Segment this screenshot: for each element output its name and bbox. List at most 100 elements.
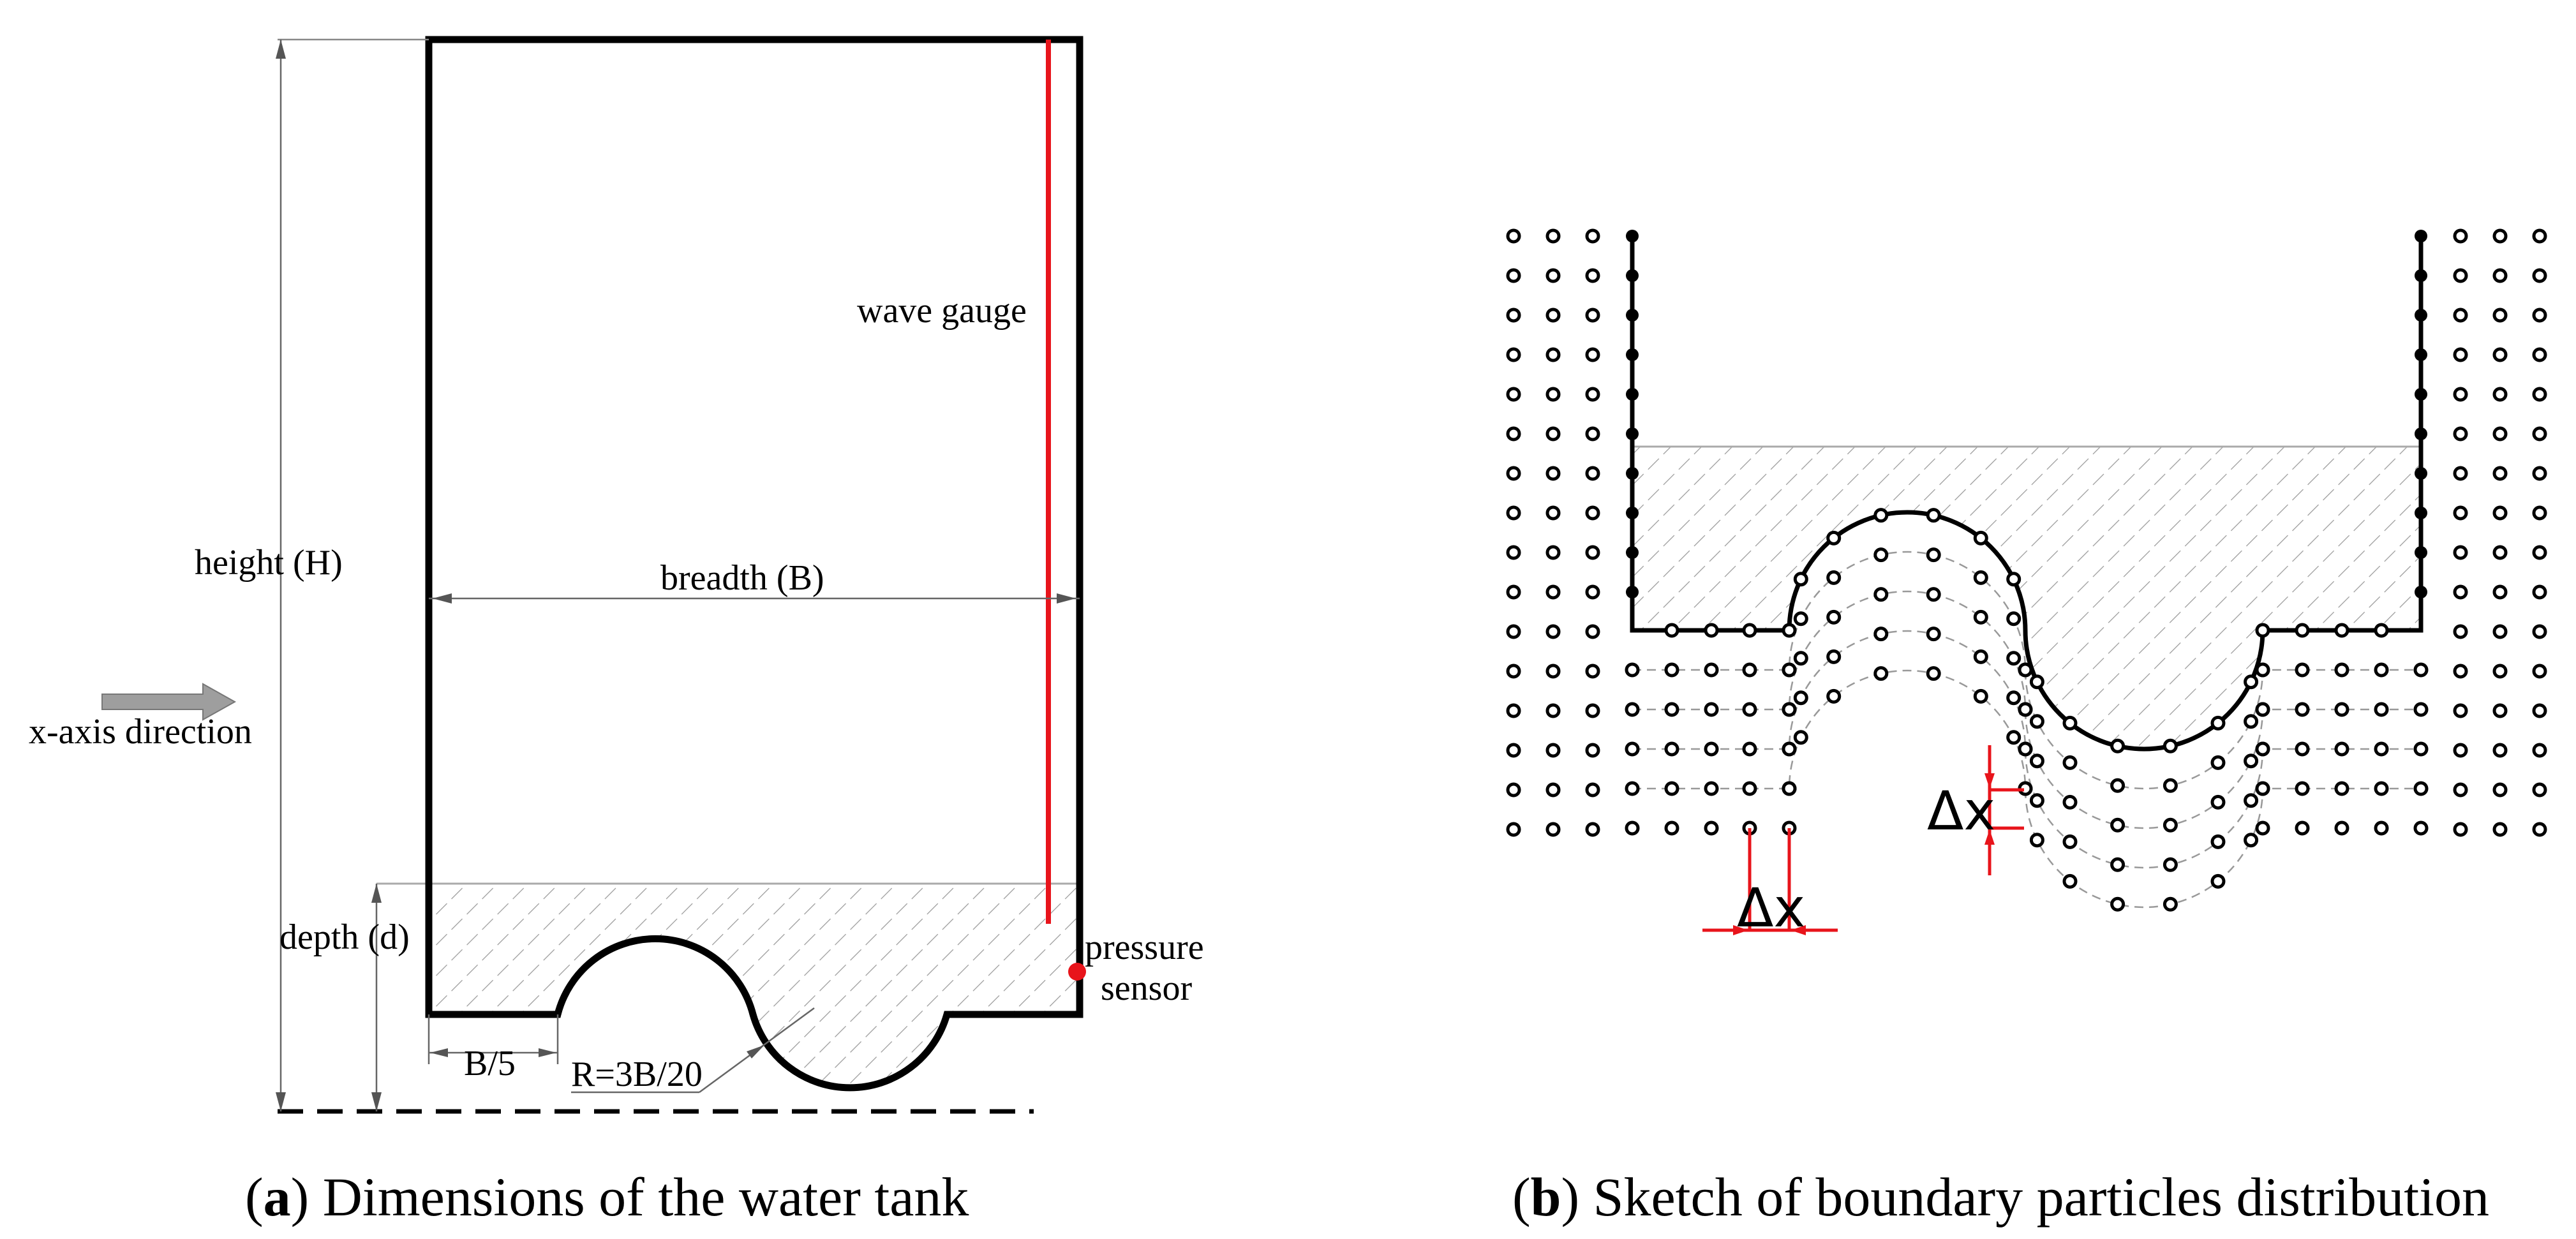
outer-particle [2453, 624, 2468, 639]
outer-particle [1506, 703, 1521, 718]
row-particle [2413, 741, 2429, 757]
height-arrow-bottom [276, 1092, 286, 1111]
outer-particle [2532, 505, 2547, 521]
outer-particle [2532, 822, 2547, 837]
wall-particle [2415, 427, 2427, 440]
arc-particle [2006, 690, 2021, 706]
outer-particle [2453, 545, 2468, 560]
bottom-particle [2255, 623, 2270, 638]
outer-particle [2453, 268, 2468, 283]
x-axis-arrow [101, 683, 237, 721]
outer-particle [1545, 822, 1561, 837]
arc-particle [1873, 627, 1889, 642]
outer-particle [2532, 347, 2547, 362]
arc-particle [1826, 649, 1842, 664]
arc-particle [2029, 753, 2044, 769]
outer-particle [2492, 743, 2508, 758]
row-particle [2374, 702, 2389, 717]
outer-particle [1545, 308, 1561, 323]
arc-particle [2029, 674, 2044, 690]
outer-particle [1545, 664, 1561, 679]
arc-particle [1826, 570, 1842, 585]
outer-particle [1545, 387, 1561, 402]
outer-particle [2532, 426, 2547, 441]
arc-particle [1926, 627, 1941, 642]
dx-vertical-annotation: Δx [1927, 745, 2024, 875]
outer-particle [2453, 347, 2468, 362]
outer-particle [2532, 703, 2547, 718]
panel-b: Δx Δx (b) Sketch of boundary particles d… [1506, 228, 2547, 1228]
bottom-particle [1782, 623, 1797, 638]
wall-particle [1626, 388, 1639, 401]
arc-particle [2210, 794, 2226, 810]
outer-particle [2532, 308, 2547, 323]
outer-particle [1506, 387, 1521, 402]
dx-vertical-label: Δx [1927, 780, 1995, 842]
outer-particle [1506, 268, 1521, 283]
row-particle [1625, 741, 1640, 757]
row-particle [2413, 702, 2429, 717]
outer-particle [1585, 782, 1600, 798]
wall-particle [1626, 309, 1639, 322]
row-particle [1704, 741, 1719, 757]
outer-particle [1585, 228, 1600, 244]
arc-particle [2110, 896, 2126, 912]
outer-particle [2453, 743, 2468, 758]
arc-particle [2210, 755, 2226, 770]
wall-particle [1626, 348, 1639, 361]
row-particle [1664, 820, 1679, 836]
arc-particle [2244, 714, 2259, 729]
wall-particle [2415, 388, 2427, 401]
row-particle [2413, 662, 2429, 678]
arc-particle [2255, 702, 2270, 717]
outer-particle [2492, 782, 2508, 798]
row-particle [2334, 781, 2349, 796]
arc-particle [2255, 781, 2270, 796]
outer-particle [2532, 664, 2547, 679]
arc-particle [1793, 730, 1808, 745]
outer-particle [2453, 308, 2468, 323]
row-particle [1704, 702, 1719, 717]
outer-particle [1506, 466, 1521, 481]
outer-particle [2532, 584, 2547, 600]
arc-particle [2029, 793, 2044, 808]
outer-particle [2532, 268, 2547, 283]
breadth-label: breadth (B) [660, 558, 824, 598]
outer-particle [2492, 228, 2508, 244]
outer-particle [1545, 584, 1561, 600]
arc-particle [1793, 611, 1808, 627]
dx-h-arrow-right [1733, 925, 1748, 935]
particle-curve [1632, 630, 2421, 869]
row-particle [1742, 741, 1757, 757]
arc-particle [2163, 817, 2178, 833]
wall-particle [2415, 546, 2427, 559]
caption-a-text: Dimensions of the water tank [323, 1166, 969, 1228]
b5-label: B/5 [464, 1044, 516, 1083]
arc-particle [1826, 530, 1842, 545]
arc-particle [2163, 896, 2178, 912]
outer-particle [2453, 228, 2468, 244]
wall-particle [1626, 467, 1639, 480]
wall-particle [1626, 507, 1639, 519]
outer-particle [1545, 743, 1561, 758]
outer-particle [1585, 624, 1600, 639]
wall-particle [1626, 427, 1639, 440]
row-particle [1742, 781, 1757, 796]
arc-particle [1873, 547, 1889, 563]
arc-particle [2018, 662, 2033, 678]
row-particle [2374, 662, 2389, 678]
arc-particle [2210, 834, 2226, 849]
arc-particle [2244, 833, 2259, 848]
outer-particle [1585, 505, 1600, 521]
outer-particle [1545, 505, 1561, 521]
row-particle [2413, 781, 2429, 796]
arc-particle [2244, 674, 2259, 690]
arc-particle [1926, 547, 1941, 563]
outer-particle [1506, 822, 1521, 837]
arc-particle [1793, 690, 1808, 706]
arc-particle [1973, 570, 1988, 585]
arc-particle [2210, 715, 2226, 731]
outer-particle [1585, 822, 1600, 837]
arc-particle [1873, 666, 1889, 681]
arc-particle [2163, 778, 2178, 793]
